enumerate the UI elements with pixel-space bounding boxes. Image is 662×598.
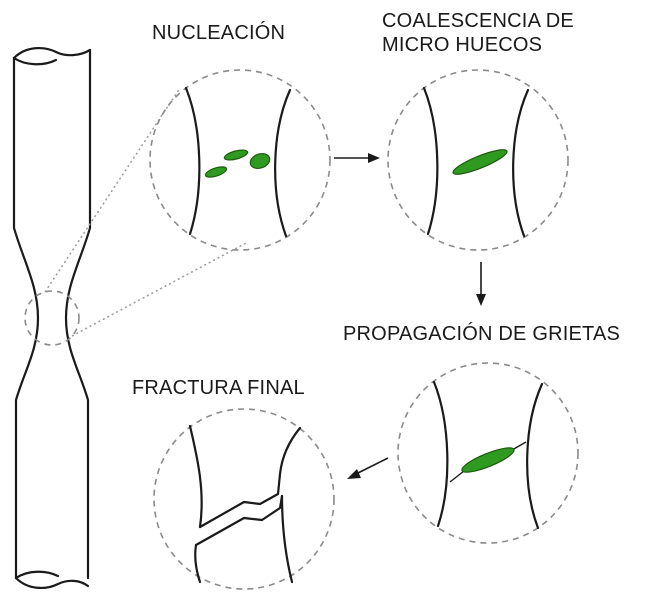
specimen-top-cap-inner bbox=[12, 56, 58, 66]
coalesced-void bbox=[452, 149, 508, 175]
nucleation-right-wall bbox=[274, 88, 292, 238]
fracture-lower-left-wall bbox=[194, 543, 202, 584]
propagation-left-wall bbox=[432, 380, 449, 528]
zoom-guide-upper bbox=[44, 87, 181, 293]
specimen-right-edge bbox=[64, 48, 92, 580]
necked-specimen bbox=[12, 46, 92, 590]
fracture-lower-right-wall bbox=[280, 494, 294, 584]
label-crack-propagation: PROPAGACIÓN DE GRIETAS bbox=[343, 323, 621, 345]
fracture-lower-edge bbox=[194, 494, 284, 547]
crack-tip-left bbox=[449, 470, 465, 483]
specimen-left-edge bbox=[12, 56, 40, 580]
stage-crack-propagation bbox=[397, 362, 579, 544]
nucleation-circle bbox=[149, 69, 331, 251]
stage-final-fracture bbox=[153, 408, 335, 590]
fracture-upper-edge bbox=[198, 426, 302, 529]
label-coalescence-line2: MICRO HUECOS bbox=[382, 34, 543, 56]
arrow-coalescence-to-propagation bbox=[476, 262, 486, 306]
specimen-bottom-cap bbox=[14, 576, 90, 590]
micro-void-1 bbox=[223, 149, 249, 161]
specimen-top-cap bbox=[12, 46, 92, 60]
coalescence-circle bbox=[387, 69, 569, 251]
fracture-circle bbox=[153, 408, 335, 590]
zoom-guide-lines bbox=[44, 87, 249, 337]
stage-nucleation bbox=[149, 69, 331, 251]
arrow-propagation-to-fracture bbox=[347, 457, 389, 479]
label-nucleation: NUCLEACIÓN bbox=[152, 22, 286, 44]
coalescence-right-wall bbox=[512, 88, 530, 238]
propagating-crack bbox=[461, 447, 515, 473]
micro-void-3 bbox=[249, 152, 271, 170]
fracture-upper-left-wall bbox=[188, 424, 203, 529]
stage-coalescence bbox=[387, 69, 569, 251]
neck-zoom-circle bbox=[24, 290, 80, 346]
specimen-bottom-cap-inner bbox=[14, 570, 60, 580]
propagation-right-wall bbox=[526, 382, 544, 530]
label-coalescence-line1: COALESCENCIA DE bbox=[382, 10, 574, 32]
coalescence-left-wall bbox=[422, 86, 439, 236]
propagation-circle bbox=[397, 362, 579, 544]
nucleation-left-wall bbox=[184, 86, 201, 236]
zoom-guide-lower bbox=[71, 241, 249, 337]
micro-void-2 bbox=[204, 166, 228, 178]
label-final-fracture: FRACTURA FINAL bbox=[132, 377, 305, 399]
crack-tip-right bbox=[511, 441, 527, 451]
arrow-nucleation-to-coalescence bbox=[334, 153, 380, 163]
